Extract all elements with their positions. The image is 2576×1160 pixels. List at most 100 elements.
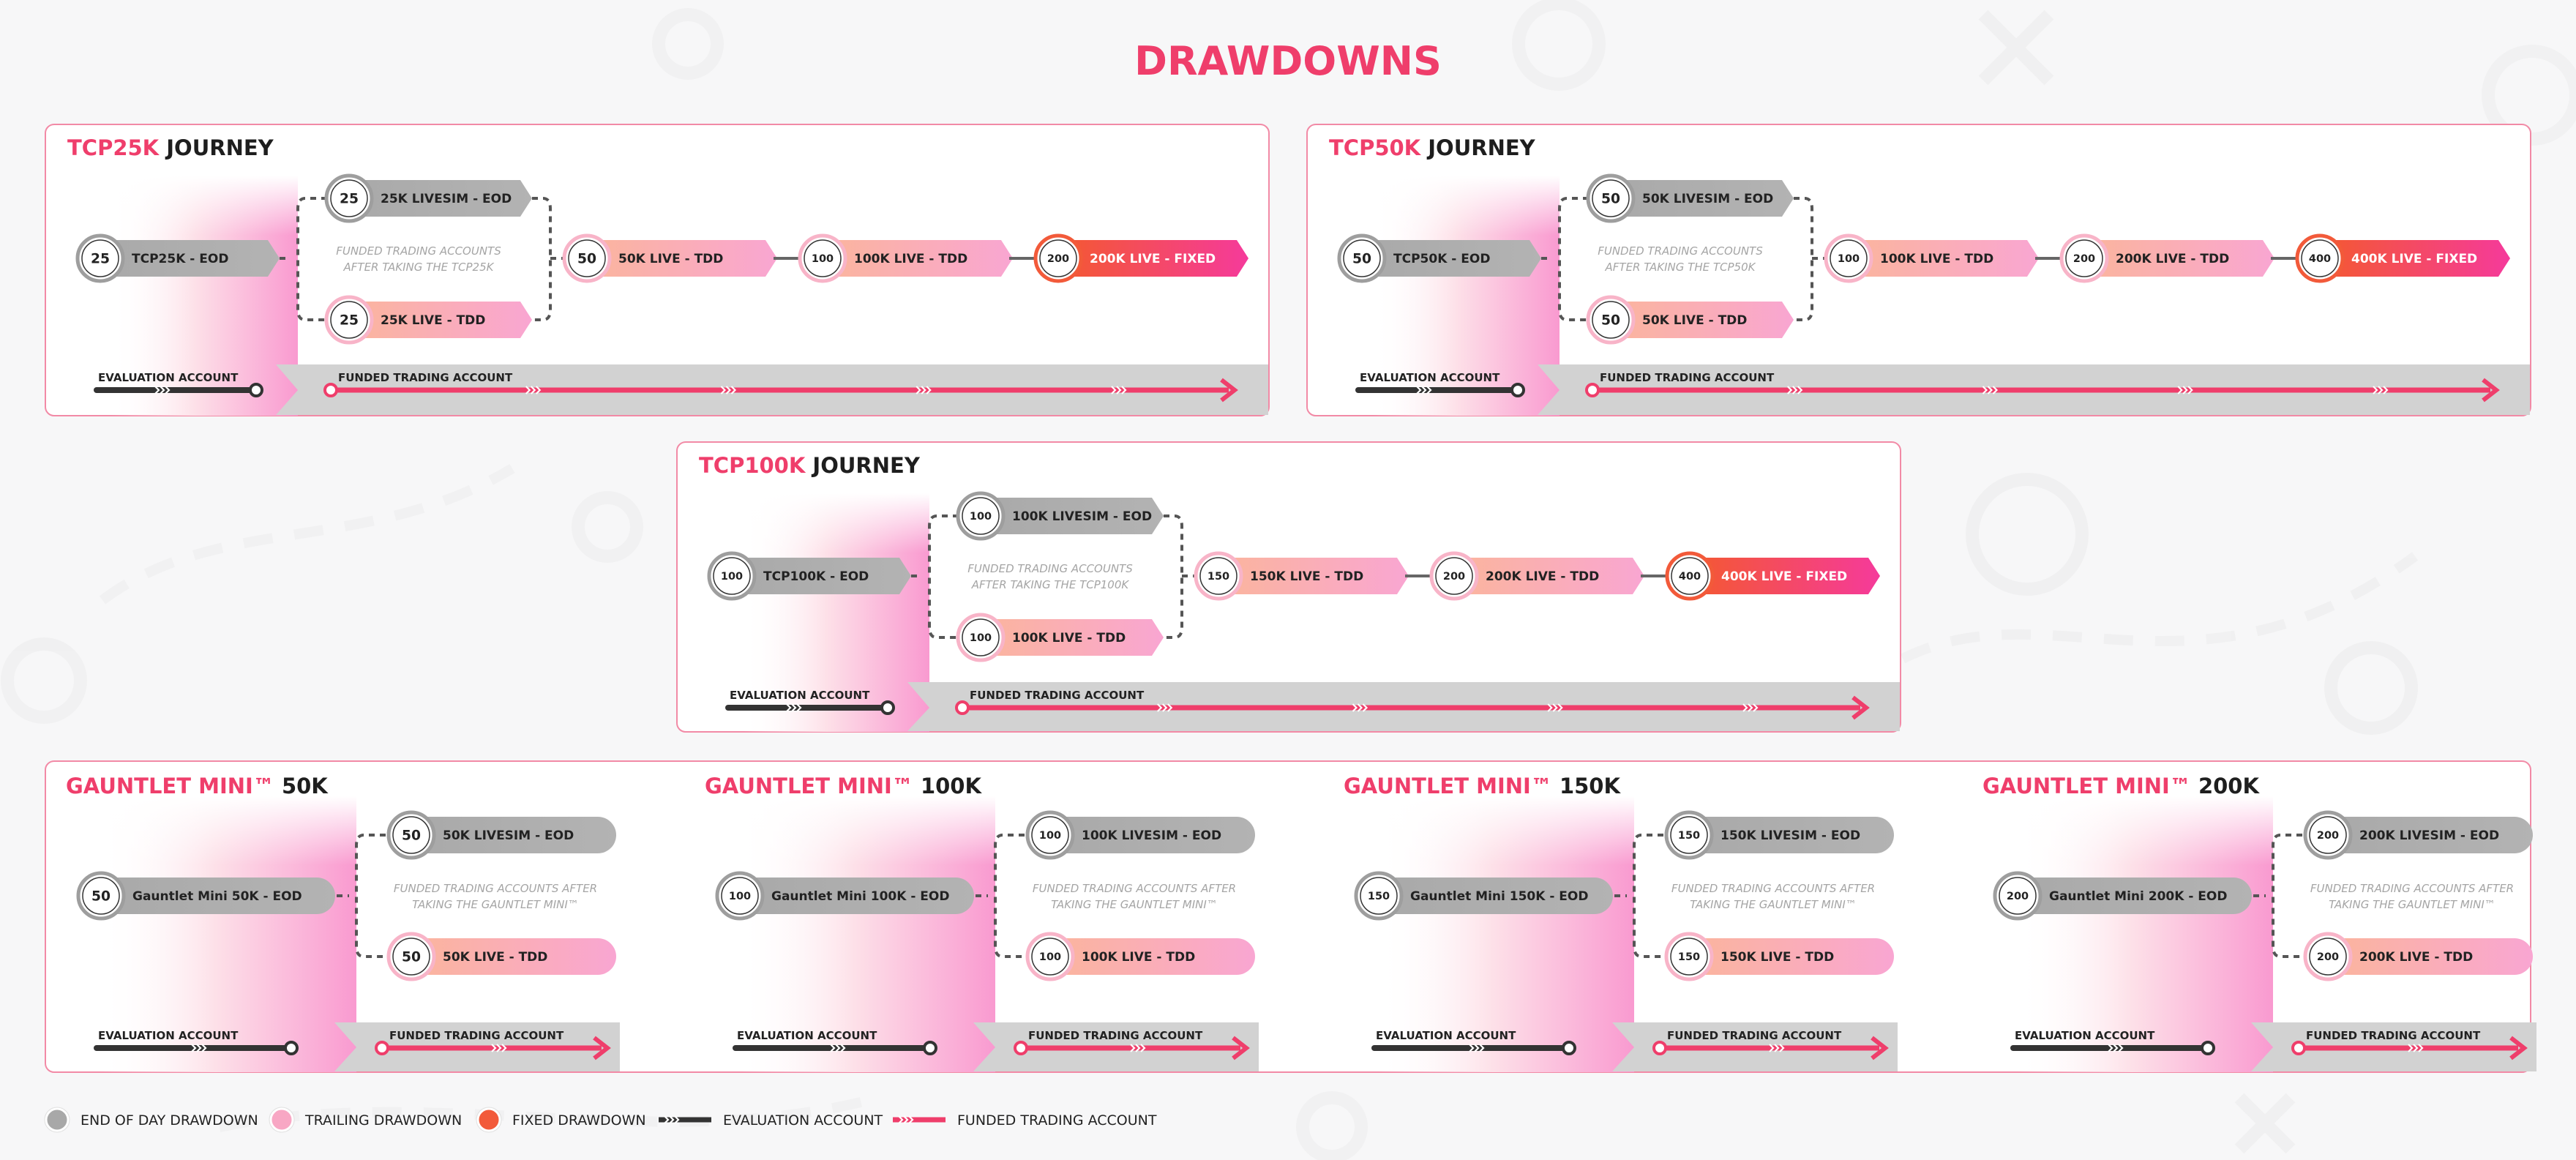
chain-node-badge: 200 (1443, 571, 1465, 583)
funded-line-chevrons (898, 1115, 914, 1124)
eval-node-body (100, 240, 280, 277)
eval-node-body (1362, 240, 1541, 277)
funded-line-arrow (2482, 378, 2500, 403)
funded-caption: FUNDED TRADING ACCOUNT (2306, 1029, 2481, 1042)
note-line: AFTER TAKING THE TCP25K (343, 261, 495, 274)
eval-node-body (2018, 878, 2252, 914)
note-line: TAKING THE GAUNTLET MINI™ (2329, 898, 2496, 911)
eval-line-end (1510, 383, 1525, 397)
eval-line-end (249, 383, 263, 397)
funded-line-chevrons (1982, 386, 1999, 394)
chain-node-label: 100K LIVE - TDD (854, 252, 967, 266)
eval-node-body (740, 878, 974, 914)
eval-line-end (2201, 1041, 2215, 1055)
funded-line-chevrons (1352, 703, 1368, 712)
chain-node-label: 200K LIVE - TDD (2116, 252, 2229, 266)
chain-node-badge: 200 (1047, 253, 1069, 265)
chain-node-badge: 100 (1838, 253, 1860, 265)
option-top-node-badge: 50 (402, 828, 421, 844)
option-top-node: 150 150K LIVESIM - EOD (1664, 810, 1894, 860)
funded-line-chevrons (1111, 386, 1127, 394)
eval-line-chevrons (830, 1044, 846, 1052)
eval-node-label: TCP50K - EOD (1393, 252, 1490, 266)
funded-line-start (1652, 1041, 1667, 1055)
funded-line-chevrons (720, 386, 737, 394)
eval-line-end (880, 700, 895, 715)
gauntlet-frame (45, 760, 2531, 1073)
option-top-node-body (1611, 180, 1794, 217)
chain-node-label: 150K LIVE - TDD (1250, 569, 1363, 584)
note-line: FUNDED TRADING ACCOUNTS (336, 244, 501, 258)
option-top-node: 50 50K LIVESIM - EOD (386, 810, 616, 860)
panel-title: TCP50K JOURNEY (1329, 135, 1536, 160)
eval-caption: EVALUATION ACCOUNT (98, 371, 239, 384)
eval-caption: EVALUATION ACCOUNT (2015, 1029, 2155, 1042)
chain-node-label: 100K LIVE - TDD (1880, 252, 1993, 266)
funded-line-chevrons (1786, 386, 1803, 394)
eval-node-badge: 50 (1352, 252, 1371, 267)
option-bottom-node-badge: 150 (1678, 951, 1700, 963)
trailing-dot (269, 1107, 294, 1132)
option-top-node-label: 50K LIVESIM - EOD (443, 828, 574, 843)
funded-line-start (323, 383, 338, 397)
funded-line-start (375, 1041, 389, 1055)
eval-node-body (101, 878, 335, 914)
page-title: DRAWDOWNS (1134, 38, 1442, 84)
gauntlet-title: GAUNTLET MINI™ 200K (1982, 774, 2260, 798)
funded-line-arrow (1232, 1036, 1250, 1060)
chain-node: 100 100K LIVE - TDD (1824, 233, 2039, 283)
chain-node-badge: 200 (2073, 253, 2095, 265)
eval-caption: EVALUATION ACCOUNT (737, 1029, 877, 1042)
legend-item: FUNDED TRADING ACCOUNT (893, 1112, 1157, 1129)
funded-line-chevrons (1769, 1044, 1785, 1052)
funded-line-chevrons (2408, 1044, 2424, 1052)
note-line: FUNDED TRADING ACCOUNTS AFTER (1033, 882, 1236, 895)
branch-line (2272, 834, 2302, 958)
note-line: AFTER TAKING THE TCP100K (971, 578, 1130, 591)
eval-node-body (1379, 878, 1613, 914)
eval-caption: EVALUATION ACCOUNT (1376, 1029, 1516, 1042)
note-line: TAKING THE GAUNTLET MINI™ (412, 898, 579, 911)
eval-node-label: TCP100K - EOD (763, 569, 869, 584)
option-top-node-label: 150K LIVESIM - EOD (1721, 828, 1860, 843)
eval-node: 25 TCP25K - EOD (75, 233, 280, 283)
option-bottom-node-body (1050, 938, 1255, 975)
eval-node-badge: 25 (91, 252, 110, 267)
note-line: FUNDED TRADING ACCOUNTS (1598, 244, 1763, 258)
chain-node-label: 400K LIVE - FIXED (2351, 252, 2477, 266)
legend-label: TRAILING DRAWDOWN (304, 1112, 462, 1129)
funded-line-chevrons (2177, 386, 2193, 394)
eod-dot (45, 1107, 70, 1132)
eval-line-chevrons (1469, 1044, 1485, 1052)
chain-node-body (1058, 240, 1248, 277)
gauntlet-title: GAUNTLET MINI™ 100K (705, 774, 982, 798)
option-top-node-badge: 150 (1678, 830, 1700, 842)
note-line: FUNDED TRADING ACCOUNTS AFTER (2310, 882, 2514, 895)
option-top-node-body (1689, 817, 1894, 853)
chain-node-body (1454, 558, 1644, 594)
eval-node-label: Gauntlet Mini 150K - EOD (1410, 889, 1588, 904)
funded-line-start (2291, 1041, 2306, 1055)
eval-node-label: TCP25K - EOD (132, 252, 228, 266)
branch-line (994, 834, 1025, 958)
option-top-node-badge: 25 (340, 192, 359, 207)
gauntlet-title: GAUNTLET MINI™ 150K (1344, 774, 1621, 798)
branch-line (1783, 197, 1813, 321)
